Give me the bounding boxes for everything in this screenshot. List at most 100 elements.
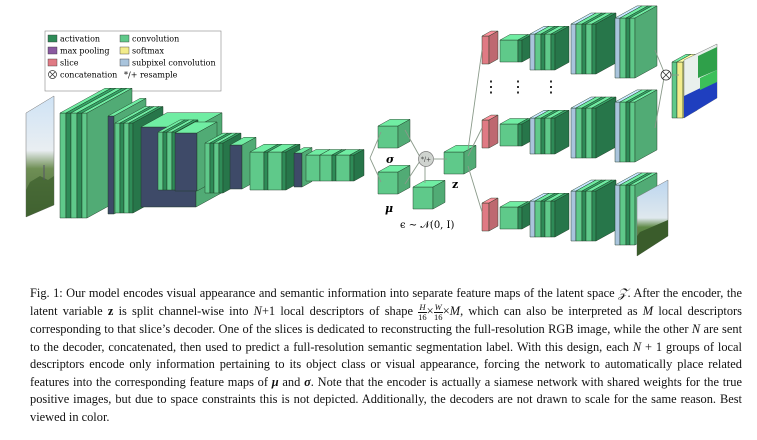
decoder-mid-up-2-layer-4-side bbox=[595, 96, 617, 159]
decoder-top-up-3-layer-3-side bbox=[634, 5, 658, 79]
segmentation-head-layer-0-front bbox=[671, 61, 678, 119]
frac-numerator: W bbox=[433, 302, 443, 313]
decoder-mid-conv-a-layer-1-front bbox=[517, 123, 523, 147]
n-symbol: N bbox=[691, 322, 701, 337]
caption-text: + 1 groups of local descriptors encode o… bbox=[30, 339, 742, 389]
decoder-rgb-up-1-layer-1-front bbox=[534, 200, 542, 238]
decoder-top-up-2-layer-4-front bbox=[591, 23, 597, 75]
z-block-layer-0-front bbox=[443, 151, 465, 175]
legend-swatch-slice bbox=[47, 58, 58, 67]
sigma-block-layer-0-side bbox=[397, 119, 411, 149]
segmentation-output bbox=[683, 43, 718, 119]
legend-item-convolution: convolution bbox=[119, 35, 179, 44]
encoder-block-5-layer-3-front bbox=[281, 151, 287, 191]
decoder-rgb-slice-front bbox=[481, 202, 490, 232]
decoder-rgb-up-1-layer-4-side bbox=[554, 192, 570, 238]
legend-swatch-activation bbox=[47, 34, 58, 43]
decoder-mid-up-2-layer-4-front bbox=[591, 107, 597, 159]
legend-label-convolution: convolution bbox=[132, 35, 179, 44]
decoder-rgb-up-3-layer-1-front bbox=[619, 184, 627, 246]
epsilon-block-layer-0-front bbox=[412, 186, 434, 210]
encoder-block-4-layer-2-front bbox=[213, 142, 220, 194]
epsilon-label: ϵ ∼ 𝒩(0, I) bbox=[400, 220, 454, 231]
z-label: z bbox=[452, 178, 458, 191]
decoder-rgb-up-2-layer-4-side bbox=[595, 179, 617, 242]
encoder-block-6-layer-4-front bbox=[349, 154, 355, 182]
decoder-mid-up-1-layer-0-front bbox=[529, 117, 536, 155]
caption-text: and bbox=[278, 374, 305, 389]
legend: activation convolution max pooling softm… bbox=[44, 30, 222, 92]
decoder-top-up-1-layer-0-front bbox=[529, 33, 536, 71]
encoder-block-3-layer-2-front bbox=[166, 131, 173, 191]
decoder-rgb-conv-a-layer-1-front bbox=[517, 206, 523, 230]
decoder-top-up-3-layer-0-front bbox=[614, 17, 621, 79]
caption-text: are sent to the decoder, concatenated, t… bbox=[30, 322, 743, 354]
resample-symbol: */+ bbox=[421, 157, 431, 164]
mu-label: μ bbox=[385, 202, 393, 215]
legend-item-slice: slice bbox=[47, 58, 79, 68]
legend-item-softmax: softmax bbox=[119, 47, 164, 56]
epsilon-block-layer-0-side bbox=[432, 180, 446, 210]
decoder-rgb-up-3-layer-2-front bbox=[625, 184, 631, 246]
decoder-rgb-up-2-layer-4-front bbox=[591, 190, 597, 242]
connections bbox=[369, 49, 665, 213]
encoder-block-1-layer-2-front bbox=[70, 112, 78, 219]
caption-text: . Note that the encoder is actually a si… bbox=[30, 374, 742, 425]
decoder-top-conv-a-layer-1-front bbox=[517, 39, 523, 63]
decoder-mid-up-1-layer-1-front bbox=[534, 117, 542, 155]
legend-item-concatenation: concatenation */+ resample bbox=[48, 70, 178, 80]
encoder-block-1-layer-3-front bbox=[76, 112, 83, 219]
legend-label-max-pooling: max pooling bbox=[60, 47, 110, 56]
decoder-mid-slice-front bbox=[481, 119, 490, 149]
decoder-rgb-up-1-layer-0-front bbox=[529, 200, 536, 238]
decoder-rgb-up-2-layer-0-front bbox=[570, 190, 577, 242]
encoder-block-2-layer-0-front bbox=[114, 122, 121, 214]
concat-operator-icon bbox=[660, 69, 679, 81]
decoder-mid-up-3-layer-2-front bbox=[625, 101, 631, 163]
encoder-block-4-layer-3-front bbox=[218, 142, 224, 194]
mu-symbol: μ bbox=[271, 374, 279, 389]
sigma-block-layer-0-front bbox=[377, 125, 399, 149]
m-symbol: M bbox=[642, 303, 654, 318]
encoder-block-2-layer-1-front bbox=[119, 122, 125, 214]
decoder-rgb-up-2-layer-1-front bbox=[575, 190, 583, 242]
legend-label-subpixel-convolution: subpixel convolution bbox=[132, 59, 216, 68]
encoder-block-4-face-front bbox=[229, 144, 243, 190]
decoder-mid-up-1-layer-4-side bbox=[554, 109, 570, 155]
decoder-mid-up-1-layer-4-front bbox=[550, 117, 556, 155]
decoder-top-up-1-layer-2-front bbox=[540, 33, 546, 71]
decoder-mid-up-3-layer-3-front bbox=[629, 101, 636, 163]
caption-text: . After the encoder, the latent variable bbox=[30, 286, 742, 318]
decoder-top-up-2-layer-0-front bbox=[570, 23, 577, 75]
decoder-rgb-up-2-layer-3-front bbox=[585, 190, 593, 242]
encoder-block-1-layer-0-front bbox=[59, 112, 67, 219]
decoder-top-up-2-layer-1-front bbox=[575, 23, 583, 75]
encoder-block-6-layer-4-side bbox=[353, 149, 365, 182]
decoder-top-slice-side bbox=[488, 30, 499, 65]
architecture-diagram: activation convolution max pooling softm… bbox=[25, 5, 718, 257]
decoder-rgb-slice-side bbox=[488, 197, 499, 232]
decoder-rgb-up-1-layer-2-front bbox=[540, 200, 546, 238]
decoder-mid-up-1-layer-3-front bbox=[544, 117, 552, 155]
legend-label-concatenation: concatenation bbox=[60, 71, 117, 80]
decoder-mid-up-1-layer-2-front bbox=[540, 117, 546, 155]
decoder-mid-up-2-layer-0-front bbox=[570, 107, 577, 159]
times-symbol: × bbox=[442, 303, 450, 318]
caption-text: is split channel-wise into bbox=[113, 303, 254, 318]
legend-swatch-subpixel-convolution bbox=[119, 58, 130, 67]
encoder-block-2-layer-2-front bbox=[123, 122, 130, 214]
encoder-block-3-face-front bbox=[174, 132, 198, 192]
mu-block-layer-0-front bbox=[377, 171, 399, 195]
decoder-rgb-up-3-layer-3-front bbox=[629, 184, 636, 246]
times-symbol: × bbox=[426, 303, 434, 318]
encoder-block-1-layer-1-front bbox=[65, 112, 72, 219]
encoder-block-4-layer-0-front bbox=[204, 142, 211, 194]
legend-label-softmax: softmax bbox=[132, 47, 164, 56]
sigma-symbol: σ bbox=[304, 374, 311, 389]
decoder-mid-conv-a-layer-0-front bbox=[499, 123, 519, 147]
encoder-block-3-layer-1-front bbox=[162, 131, 168, 191]
legend-label-activation: activation bbox=[60, 35, 100, 44]
decoder-rgb-up-2-layer-2-front bbox=[581, 190, 587, 242]
